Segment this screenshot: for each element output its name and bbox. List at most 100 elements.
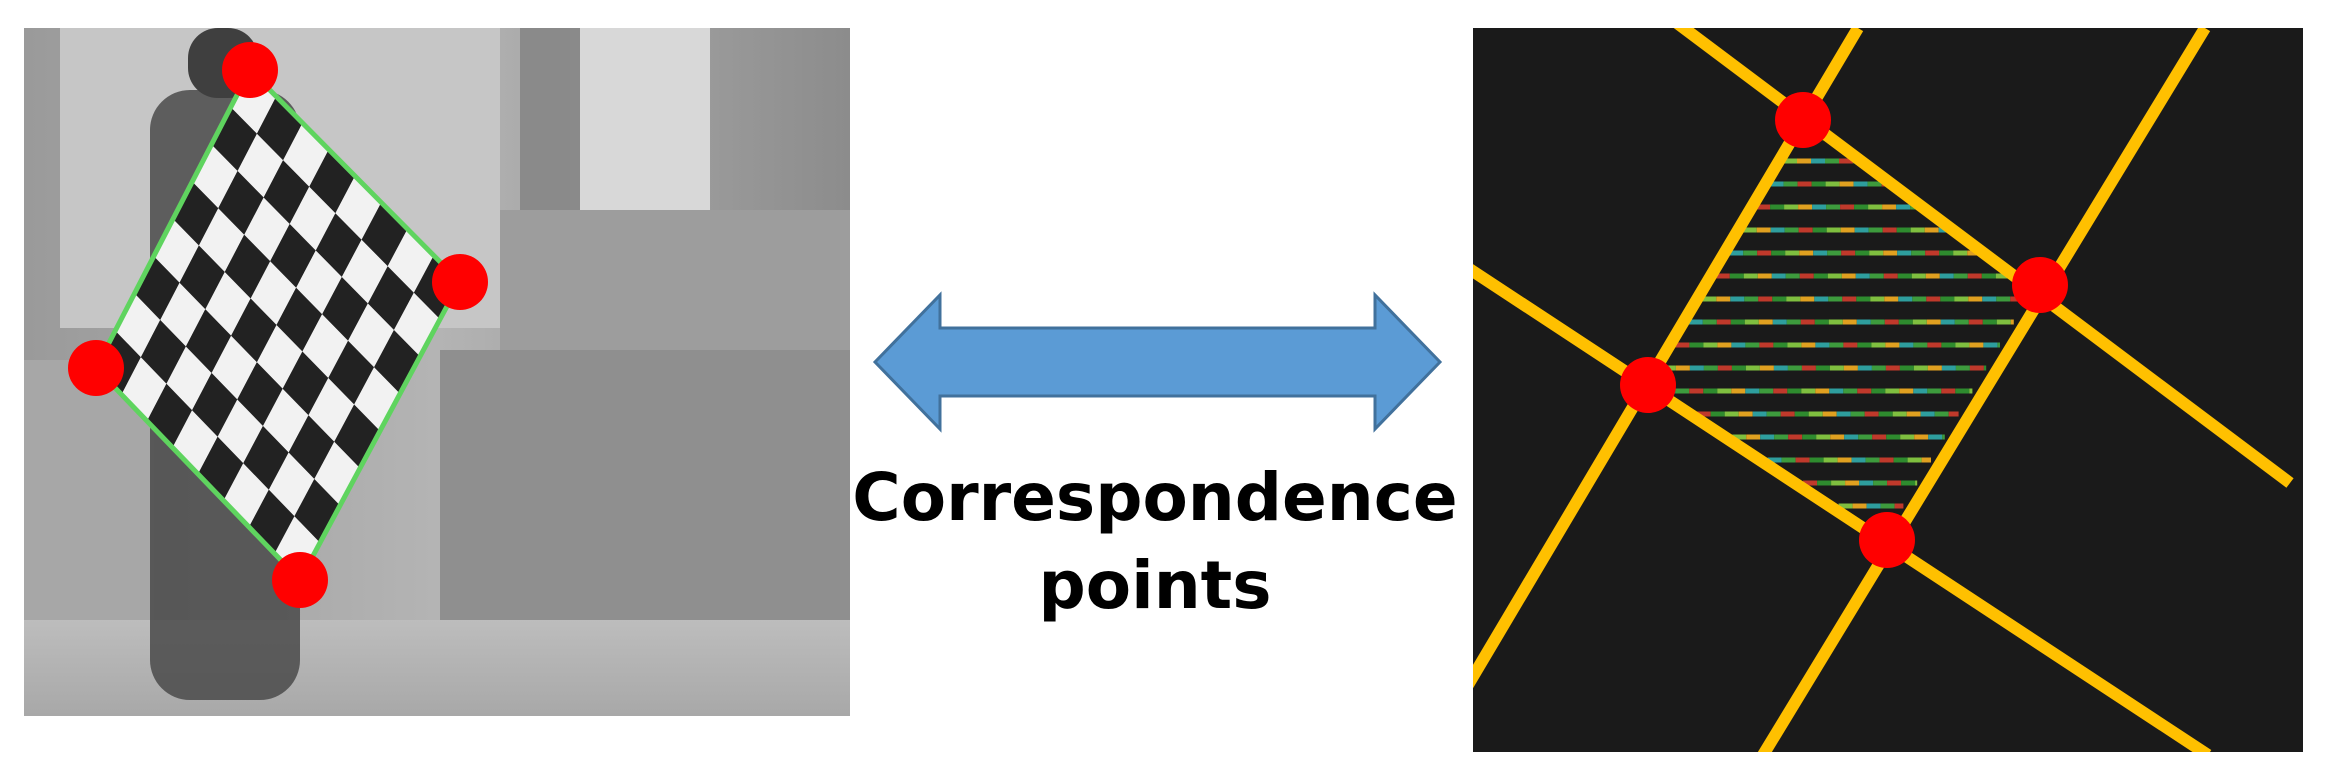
scan-point	[1771, 250, 1786, 256]
scan-point	[1829, 342, 1844, 348]
caption-line-1: Correspondence	[852, 459, 1457, 536]
scan-point	[1912, 319, 1927, 325]
scan-point	[1781, 457, 1796, 463]
checker-square	[367, 266, 414, 330]
checker-square	[217, 399, 263, 464]
scan-point	[1746, 434, 1761, 440]
scan-point	[1825, 158, 1839, 164]
scan-point	[1716, 319, 1731, 325]
scan-point	[1773, 365, 1788, 371]
scan-point	[1857, 365, 1872, 371]
scan-point	[1773, 342, 1788, 348]
scan-point	[1953, 273, 1968, 279]
scan-point	[1838, 503, 1853, 509]
scan-point	[1787, 388, 1802, 394]
scan-point	[1920, 411, 1935, 417]
scan-point	[1996, 319, 2011, 325]
scan-point	[1941, 365, 1956, 371]
scan-point	[1844, 434, 1859, 440]
correspondence-point-camera-right	[432, 254, 488, 310]
scan-point	[1865, 457, 1880, 463]
scan-point	[1885, 388, 1900, 394]
correspondence-point-camera-bottom	[272, 552, 328, 608]
scan-point	[1812, 204, 1827, 210]
scan-point	[1689, 388, 1704, 394]
scan-point	[1786, 319, 1801, 325]
checker-square	[268, 452, 315, 517]
scan-point	[1910, 227, 1925, 233]
scan-point	[1738, 411, 1753, 417]
scan-point	[1788, 434, 1803, 440]
scan-point	[1926, 296, 1941, 302]
scan-point	[1743, 250, 1758, 256]
scan-point	[1744, 296, 1759, 302]
scan-point	[1799, 273, 1814, 279]
checker-square	[179, 245, 225, 310]
scan-point	[1898, 296, 1913, 302]
scan-point	[1940, 319, 1955, 325]
scan-point	[1797, 158, 1811, 164]
scan-point	[1689, 365, 1704, 371]
floor	[24, 620, 850, 716]
scan-point	[1926, 319, 1941, 325]
scan-point	[1715, 273, 1730, 279]
scan-point	[1785, 273, 1800, 279]
checker-square	[282, 351, 329, 416]
scan-point	[1855, 273, 1870, 279]
scan-point	[1808, 411, 1823, 417]
scan-point	[1864, 411, 1879, 417]
scan-point	[1906, 411, 1921, 417]
scan-point	[1886, 434, 1901, 440]
checker-square	[211, 335, 257, 400]
scan-point	[1901, 480, 1916, 486]
scan-point	[1858, 434, 1873, 440]
scan-point	[1813, 250, 1828, 256]
laser-line-2	[1473, 264, 2212, 752]
scan-point	[1787, 365, 1802, 371]
scan-point	[1954, 296, 1969, 302]
scan-point	[1812, 227, 1827, 233]
scan-point	[1809, 457, 1824, 463]
scan-point	[1883, 273, 1898, 279]
scan-point	[1743, 273, 1758, 279]
laser-line-4	[1757, 28, 2211, 752]
scan-point	[1745, 342, 1760, 348]
scan-point	[1794, 411, 1809, 417]
scan-point	[1899, 365, 1914, 371]
scan-point	[1840, 204, 1855, 210]
scan-point	[1744, 319, 1759, 325]
checker-square	[166, 346, 212, 411]
checker-square	[341, 239, 388, 304]
scan-point	[1759, 365, 1774, 371]
scan-point	[1982, 319, 1997, 325]
scan-point	[1983, 342, 1998, 348]
scan-point	[1995, 273, 2010, 279]
scan-point	[1745, 388, 1760, 394]
scan-point	[1939, 273, 1954, 279]
scan-point	[1696, 411, 1711, 417]
checker-square	[237, 133, 284, 198]
scan-point	[1752, 411, 1767, 417]
scan-point	[1840, 227, 1855, 233]
scan-point	[1774, 434, 1789, 440]
scan-point	[1827, 273, 1842, 279]
scan-point	[1760, 434, 1775, 440]
scan-point	[1898, 319, 1913, 325]
scan-point	[1724, 411, 1739, 417]
scan-point	[1773, 388, 1788, 394]
scan-point	[1767, 457, 1782, 463]
scan-point	[1759, 342, 1774, 348]
checker-square	[140, 320, 186, 384]
scan-point	[1915, 480, 1918, 486]
scan-point	[1770, 204, 1785, 210]
checker-square	[243, 426, 289, 490]
correspondence-point-lidar-top	[1775, 92, 1831, 148]
scan-point	[1885, 365, 1900, 371]
scan-point	[1829, 388, 1844, 394]
scan-point	[1882, 204, 1897, 210]
scan-point	[1784, 227, 1799, 233]
scan-point	[1688, 319, 1703, 325]
scan-point	[1703, 388, 1718, 394]
scan-point	[1814, 296, 1829, 302]
scan-point	[1928, 434, 1943, 440]
